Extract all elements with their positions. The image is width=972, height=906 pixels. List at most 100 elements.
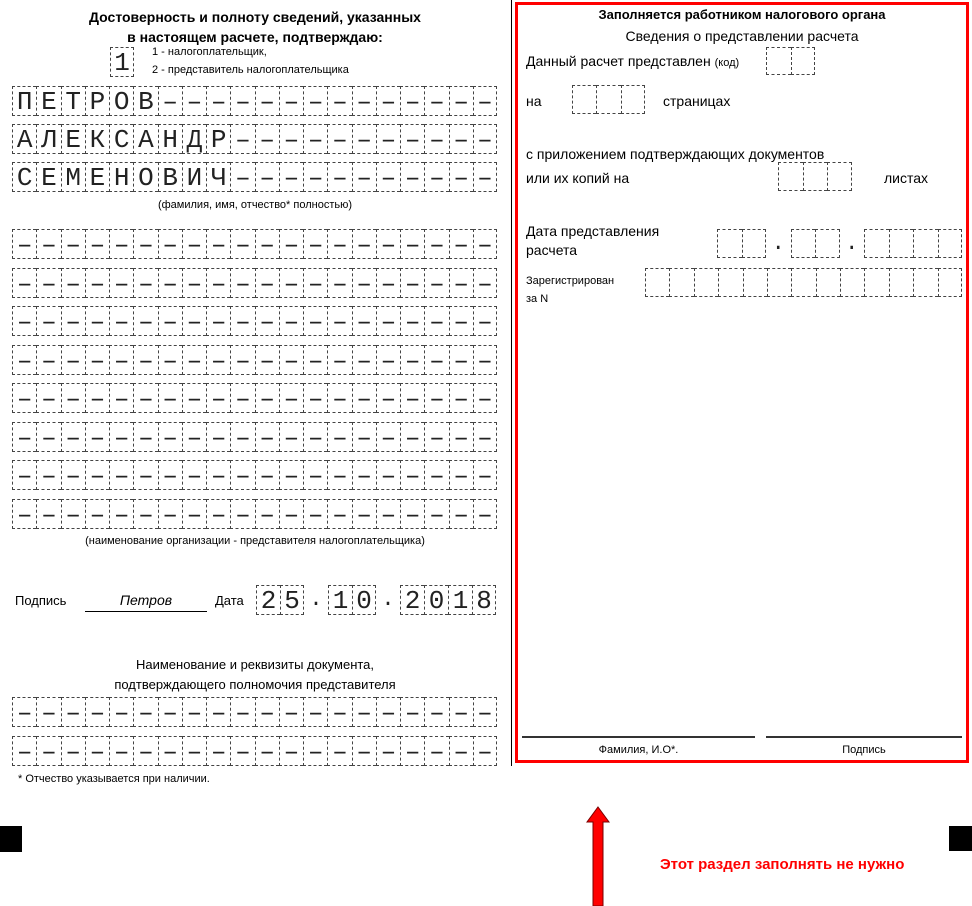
char-cell[interactable]: – [12,460,37,491]
char-cell[interactable]: – [181,421,206,453]
char-cell[interactable]: – [36,697,61,728]
org-name-row[interactable]: –––––––––––––––––––– [12,229,497,260]
char-cell[interactable]: – [206,306,231,337]
char-cell[interactable]: – [230,344,255,376]
char-cell[interactable]: – [448,697,473,728]
char-cell[interactable]: – [84,383,109,414]
char-cell[interactable]: – [36,229,61,260]
char-cell[interactable] [790,47,815,75]
char-cell[interactable]: – [181,267,206,299]
char-cell[interactable]: – [254,383,279,414]
char-cell[interactable]: – [400,124,425,155]
char-cell[interactable]: – [230,498,255,530]
char-cell[interactable] [913,268,938,297]
char-cell[interactable]: – [327,460,352,491]
char-cell[interactable] [669,268,694,297]
char-cell[interactable]: А [133,124,158,155]
char-cell[interactable]: – [327,383,352,414]
char-cell[interactable]: – [206,383,231,414]
org-name-row[interactable]: –––––––––––––––––––– [12,344,497,376]
char-cell[interactable]: – [472,421,497,453]
char-cell[interactable]: – [472,383,497,414]
char-cell[interactable]: – [472,736,497,767]
char-cell[interactable]: – [375,344,400,376]
registration-number-field[interactable] [645,268,962,297]
char-cell[interactable]: – [84,229,109,260]
char-cell[interactable]: – [36,306,61,337]
char-cell[interactable]: – [303,344,328,376]
char-cell[interactable]: – [375,383,400,414]
char-cell[interactable]: – [472,124,497,155]
org-name-row[interactable]: –––––––––––––––––––– [12,267,497,299]
char-cell[interactable]: – [109,697,134,728]
char-cell[interactable]: Е [60,124,85,155]
char-cell[interactable]: – [303,124,328,155]
char-cell[interactable]: – [303,383,328,414]
char-cell[interactable]: – [133,498,158,530]
char-cell[interactable]: – [278,460,303,491]
pages-field[interactable] [572,85,645,114]
char-cell[interactable]: – [60,344,85,376]
char-cell[interactable]: Д [181,124,206,155]
char-cell[interactable]: – [60,229,85,260]
char-cell[interactable]: – [448,460,473,491]
char-cell[interactable]: – [472,460,497,491]
char-cell[interactable]: – [448,124,473,155]
char-cell[interactable]: – [448,86,473,117]
char-cell[interactable]: – [303,421,328,453]
char-cell[interactable]: – [400,460,425,491]
char-cell[interactable]: – [327,267,352,299]
char-cell[interactable]: – [157,460,182,491]
char-cell[interactable]: – [351,267,376,299]
char-cell[interactable]: – [400,86,425,117]
char-cell[interactable]: – [303,460,328,491]
char-cell[interactable]: – [84,267,109,299]
char-cell[interactable]: – [424,86,449,117]
char-cell[interactable]: – [278,162,303,193]
char-cell[interactable] [693,268,719,297]
char-cell[interactable]: – [12,267,37,299]
char-cell[interactable]: – [472,697,497,728]
char-cell[interactable]: Н [109,162,134,193]
char-cell[interactable] [888,229,913,258]
org-name-row[interactable]: –––––––––––––––––––– [12,421,497,453]
char-cell[interactable]: – [181,306,206,337]
char-cell[interactable] [596,85,621,114]
char-cell[interactable]: – [230,383,255,414]
char-cell[interactable]: – [133,306,158,337]
char-cell[interactable]: – [60,697,85,728]
char-cell[interactable]: – [230,460,255,491]
char-cell[interactable]: – [303,498,328,530]
char-cell[interactable]: С [109,124,134,155]
char-cell[interactable]: – [157,421,182,453]
char-cell[interactable]: – [278,229,303,260]
char-cell[interactable]: – [351,383,376,414]
char-cell[interactable]: – [327,229,352,260]
char-cell[interactable]: – [327,162,352,193]
char-cell[interactable]: – [327,124,352,155]
char-cell[interactable]: – [327,86,352,117]
char-cell[interactable]: – [133,697,158,728]
char-cell[interactable]: – [230,421,255,453]
char-cell[interactable]: Н [157,124,182,155]
char-cell[interactable] [790,229,815,258]
char-cell[interactable]: 0 [424,585,448,616]
char-cell[interactable]: – [351,124,376,155]
char-cell[interactable]: – [230,736,255,767]
char-cell[interactable]: – [400,267,425,299]
char-cell[interactable]: – [12,306,37,337]
char-cell[interactable] [620,85,645,114]
char-cell[interactable]: – [254,162,279,193]
char-cell[interactable]: – [351,460,376,491]
char-cell[interactable]: – [254,344,279,376]
char-cell[interactable]: – [375,267,400,299]
char-cell[interactable]: – [181,460,206,491]
char-cell[interactable] [888,268,914,297]
char-cell[interactable]: 2 [256,585,280,616]
char-cell[interactable] [937,268,962,297]
char-cell[interactable]: – [472,229,497,260]
char-cell[interactable]: – [181,697,206,728]
char-cell[interactable]: – [109,460,134,491]
char-cell[interactable]: – [84,344,109,376]
